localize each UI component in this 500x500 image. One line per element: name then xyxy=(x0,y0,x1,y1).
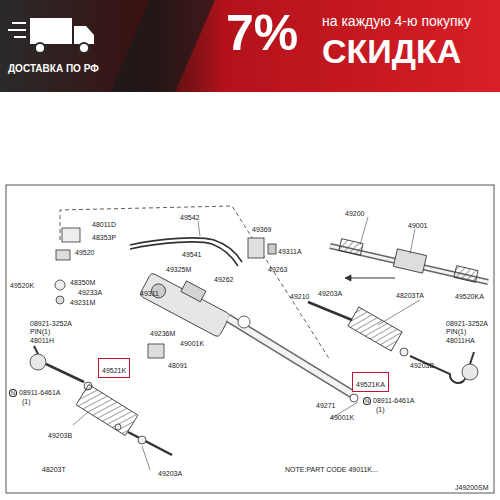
callout-number: 49262 xyxy=(214,276,233,283)
leader-lines xyxy=(73,217,420,470)
diagram-frame xyxy=(6,185,494,493)
callout-number: (1) xyxy=(376,406,385,413)
banner-text: СКИДКА xyxy=(322,34,461,68)
boxed-callout: 49521K xyxy=(98,358,130,378)
callout-number: 49369 xyxy=(252,226,271,233)
callout-number: (1) xyxy=(22,398,31,405)
callout-number: PIN(1) xyxy=(30,328,50,335)
callout-number: 49541 xyxy=(182,251,201,258)
callout-number: 48350M xyxy=(70,279,95,286)
callout-number: 49520K xyxy=(10,282,34,289)
callout-number: 49521K xyxy=(102,367,126,374)
banner-text: на каждую 4-ю покупку xyxy=(322,14,471,28)
callout-number: J49200SM xyxy=(455,484,488,491)
callout-number: 49203B xyxy=(48,432,72,439)
banner-text: 7% xyxy=(226,8,298,58)
callout-number: 48353P xyxy=(92,234,116,241)
callout-number: NOTE:PART CODE 49011K... xyxy=(285,466,378,473)
callout-number: 49271 xyxy=(316,402,335,409)
circled-mark: N xyxy=(363,397,371,405)
callout-number: 49200 xyxy=(345,210,364,217)
callout-number: 48011H xyxy=(30,337,54,344)
callout-number: 08921-3252A xyxy=(30,320,72,327)
boxed-callout: 49521KA xyxy=(352,372,389,392)
circled-mark: N xyxy=(9,389,17,397)
callout-number: 08911-6461A xyxy=(19,389,61,396)
callout-number: 08911-6461A xyxy=(373,397,415,404)
callout-number: 08921-3252A xyxy=(446,320,488,327)
callout-number: 49311A xyxy=(278,248,302,255)
callout-number: 49520KA xyxy=(455,293,484,300)
callout-number: 48011HA xyxy=(446,337,475,344)
callout-number: 49203B xyxy=(410,362,434,369)
callout-number: 48203TA xyxy=(396,292,424,299)
callout-number: 49325M xyxy=(166,266,191,273)
banner-band xyxy=(110,0,215,92)
callout-number: 49236M xyxy=(150,330,175,337)
callout-number: 49203A xyxy=(158,470,182,477)
callout-number: 49203A xyxy=(318,290,342,297)
callout-number: 49001K xyxy=(180,340,204,347)
banner-text: ДОСТАВКА ПО РФ xyxy=(8,64,99,74)
callout-number: 49231M xyxy=(70,299,95,306)
callout-number: 49521KA xyxy=(356,381,385,388)
callout-number: 49542 xyxy=(180,214,199,221)
callout-number: 48011D xyxy=(92,221,116,228)
callout-number: 49233A xyxy=(78,289,102,296)
rack-drawing xyxy=(30,206,488,455)
callout-number: 48091 xyxy=(168,362,187,369)
banner xyxy=(0,0,500,92)
callout-number: PIN(1) xyxy=(446,328,466,335)
callout-number: 49210 xyxy=(290,293,309,300)
callout-number: 49520 xyxy=(75,249,94,256)
truck-icon xyxy=(8,18,94,53)
callout-number: 49311 xyxy=(140,290,159,297)
callout-number: 49263 xyxy=(268,266,287,273)
callout-number: 48203T xyxy=(42,466,66,473)
callout-number: 49001 xyxy=(408,222,427,229)
callout-number: 49001K xyxy=(330,414,354,421)
